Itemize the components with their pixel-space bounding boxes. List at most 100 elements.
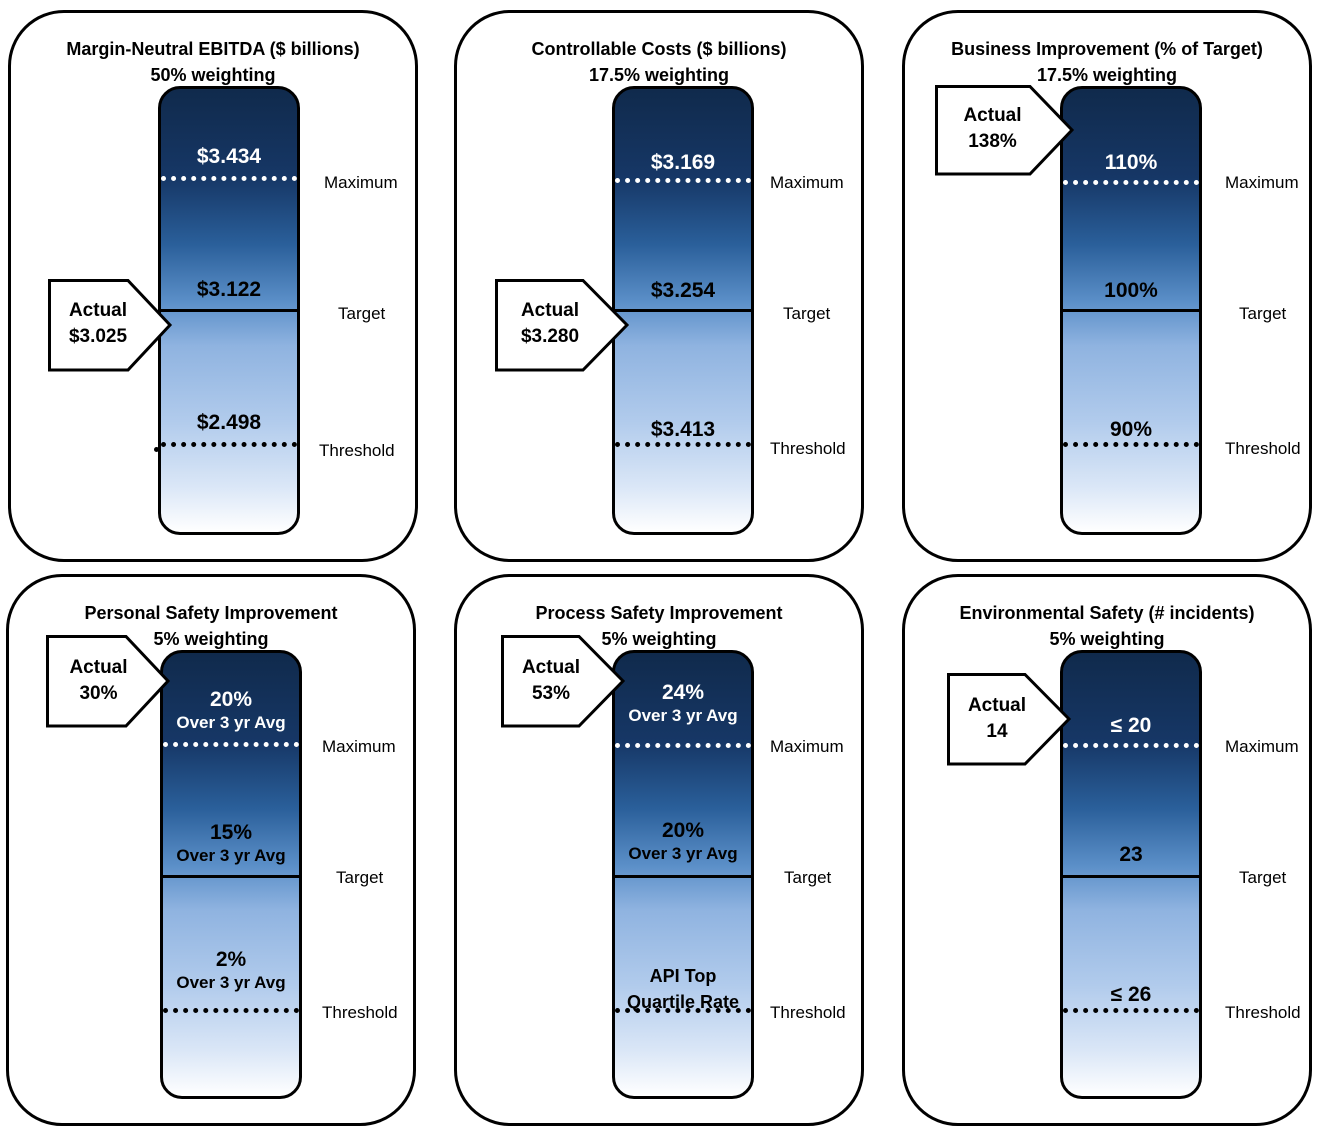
actual-label: Actual (69, 657, 128, 678)
actual-callout-arrow-shape (48, 279, 173, 372)
threshold-value: $3.413 (650, 418, 716, 441)
panel-weighting: 5% weighting (1049, 629, 1165, 649)
threshold-label: Threshold (1225, 1003, 1301, 1022)
target-label: Target (336, 868, 384, 887)
target-value: 100% (1104, 279, 1158, 302)
maximum-line (615, 178, 751, 183)
panel-personal-safety: Personal Safety Improvement 5% weighting… (6, 574, 416, 1126)
actual-value: 53% (531, 683, 571, 704)
panel-controllable-costs: Controllable Costs ($ billions) 17.5% we… (454, 10, 864, 562)
actual-value: $3.280 (520, 326, 580, 347)
actual-callout-text: Actual 14 (947, 693, 1047, 745)
panel-process-safety: Process Safety Improvement 5% weighting … (454, 574, 864, 1126)
target-line (1063, 875, 1199, 878)
threshold-label: Threshold (322, 1003, 398, 1022)
actual-callout-text: Actual 30% (46, 655, 151, 707)
panel-weighting: 17.5% weighting (588, 65, 730, 85)
target-value: 23 (1119, 843, 1143, 866)
maximum-value: 20% Over 3 yr Avg (163, 687, 299, 733)
actual-callout-text: Actual $3.280 (495, 298, 605, 350)
actual-callout-arrow-shape (495, 279, 630, 372)
actual-callout-text: Actual 53% (501, 655, 601, 707)
actual-label: Actual (967, 695, 1027, 716)
actual-callout-text: Actual $3.025 (48, 298, 148, 350)
actual-callout-arrow-shape (501, 635, 626, 728)
maximum-label: Maximum (1225, 737, 1299, 756)
maximum-value: 24% Over 3 yr Avg (615, 680, 751, 726)
gauge-bar: $3.169 $3.254 $3.413 (612, 86, 754, 535)
threshold-line (1063, 1008, 1199, 1013)
actual-label: Actual (963, 105, 1022, 126)
target-value-sub: Over 3 yr Avg (628, 844, 738, 863)
threshold-label: Threshold (1225, 439, 1301, 458)
target-line (1063, 309, 1199, 312)
panel-weighting: 5% weighting (153, 629, 269, 649)
threshold-line (1063, 442, 1199, 447)
panel-title: Controllable Costs ($ billions) (531, 39, 787, 59)
maximum-value-sub: Over 3 yr Avg (628, 706, 738, 725)
panel-business-improvement: Business Improvement (% of Target) 17.5%… (902, 10, 1312, 562)
panel-title: Business Improvement (% of Target) (951, 39, 1263, 59)
panel-environmental-safety: Environmental Safety (# incidents) 5% we… (902, 574, 1312, 1126)
target-label: Target (784, 868, 832, 887)
maximum-value: $3.169 (650, 151, 716, 174)
target-value-main: 15% (209, 821, 253, 844)
target-value: 20% Over 3 yr Avg (615, 818, 751, 864)
maximum-line (163, 742, 299, 747)
target-label: Target (1239, 304, 1287, 323)
actual-callout-arrow-shape (935, 85, 1075, 176)
threshold-line (163, 1008, 299, 1013)
maximum-label: Maximum (324, 173, 398, 192)
target-value: $3.122 (196, 278, 262, 301)
threshold-value: API Top Quartile Rate (615, 963, 751, 1015)
panel-margin-neutral-ebitda: Margin-Neutral EBITDA ($ billions) 50% w… (8, 10, 418, 562)
threshold-value: 90% (1109, 418, 1153, 441)
maximum-line (161, 176, 297, 181)
threshold-value-sub: Quartile Rate (626, 992, 740, 1012)
threshold-line (161, 442, 297, 447)
panel-weighting: 5% weighting (601, 629, 717, 649)
maximum-value: 110% (1104, 151, 1158, 174)
gauge-bar: $3.434 $3.122 $2.498 (158, 86, 300, 535)
gauge-bar: 110% 100% 90% (1060, 86, 1202, 535)
target-line (161, 309, 297, 312)
actual-label: Actual (68, 300, 128, 321)
threshold-line-extension (154, 447, 162, 452)
maximum-value: $3.434 (196, 145, 262, 168)
panel-title: Environmental Safety (# incidents) (959, 603, 1255, 623)
target-line (615, 309, 751, 312)
threshold-value-sub: Over 3 yr Avg (176, 973, 286, 992)
gauge-bar: ≤ 20 23 ≤ 26 (1060, 650, 1202, 1099)
gauge-bar: 20% Over 3 yr Avg 15% Over 3 yr Avg 2% O… (160, 650, 302, 1099)
threshold-value: 2% Over 3 yr Avg (163, 947, 299, 993)
threshold-value: ≤ 26 (1110, 983, 1152, 1006)
threshold-value: $2.498 (196, 411, 262, 434)
actual-callout-text: Actual 138% (935, 103, 1050, 155)
gauge-bar: 24% Over 3 yr Avg 20% Over 3 yr Avg API … (612, 650, 754, 1099)
threshold-label: Threshold (770, 439, 846, 458)
target-value-main: 20% (661, 819, 705, 842)
actual-value: 14 (986, 721, 1008, 742)
actual-value: $3.025 (68, 326, 128, 347)
target-value-sub: Over 3 yr Avg (176, 846, 286, 865)
maximum-value-main: 20% (209, 688, 253, 711)
actual-value: 30% (79, 683, 118, 704)
maximum-label: Maximum (322, 737, 396, 756)
target-label: Target (338, 304, 386, 323)
target-line (163, 875, 299, 878)
actual-callout-arrow-shape (947, 673, 1072, 766)
actual-label: Actual (520, 300, 580, 321)
actual-value: 138% (968, 131, 1017, 152)
maximum-line (1063, 180, 1199, 185)
maximum-value-main: 24% (661, 681, 705, 704)
threshold-label: Threshold (770, 1003, 846, 1022)
panel-title: Process Safety Improvement (535, 603, 783, 623)
target-line (615, 875, 751, 878)
panel-title: Margin-Neutral EBITDA ($ billions) (66, 39, 360, 59)
maximum-label: Maximum (1225, 173, 1299, 192)
target-label: Target (783, 304, 831, 323)
threshold-value-main: API Top (649, 966, 717, 986)
target-value: 15% Over 3 yr Avg (163, 820, 299, 866)
maximum-label: Maximum (770, 737, 844, 756)
maximum-line (1063, 743, 1199, 748)
